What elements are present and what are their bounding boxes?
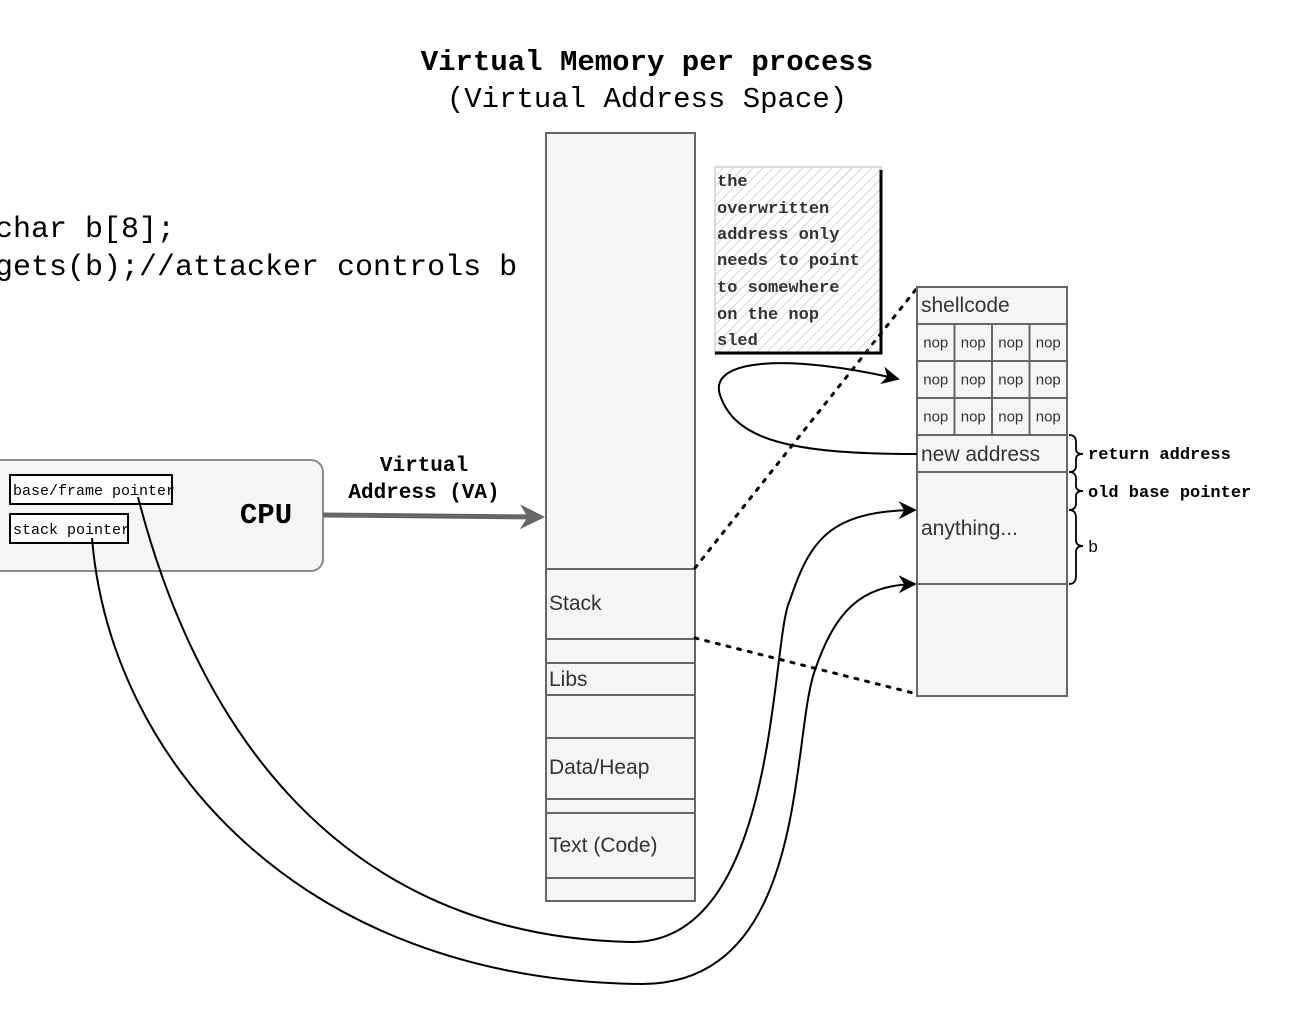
anything-label: anything...: [921, 517, 1018, 540]
stack-pointer-arrow: [91, 537, 917, 986]
segment-label-libs: Libs: [549, 668, 588, 691]
code-line-2: gets(b);//attacker controls b: [0, 251, 517, 285]
nop-label: nop: [998, 372, 1023, 389]
va-label-line-1: Virtual: [380, 455, 468, 478]
note-line-5: to somewhere: [717, 279, 839, 298]
segment-stack: [545, 568, 696, 640]
nop-label: nop: [961, 335, 986, 352]
nop-label: nop: [923, 335, 948, 352]
diagram-title: Virtual Memory per process: [421, 46, 873, 79]
segment-label-stack: Stack: [549, 592, 602, 615]
brace-label-b: b: [1088, 539, 1098, 558]
cpu-label: CPU: [240, 499, 292, 532]
diagram-subtitle: (Virtual Address Space): [447, 83, 847, 116]
brace-return-address: [1068, 434, 1084, 473]
nop-label: nop: [961, 409, 986, 426]
nop-cell: [1028, 323, 1068, 362]
nop-cell: [991, 323, 1031, 362]
new-address-to-nop-arrow: [717, 362, 918, 455]
shellcode-label: shellcode: [921, 294, 1010, 317]
virtual-address-arrow: [322, 504, 545, 530]
new-address-label: new address: [921, 443, 1040, 466]
nop-sled-note: the overwritten address only needs to po…: [714, 166, 883, 355]
base-pointer-label: base/frame pointer: [13, 483, 175, 500]
note-line-6: on the nop: [717, 306, 819, 325]
nop-label: nop: [998, 335, 1023, 352]
nop-label: nop: [961, 372, 986, 389]
nop-label: nop: [1036, 409, 1061, 426]
stack-pointer-register: [9, 513, 129, 544]
anything-cell: [916, 471, 1068, 585]
brace-old-base-pointer: [1068, 471, 1084, 511]
nop-label: nop: [923, 372, 948, 389]
nop-cell: [991, 397, 1031, 436]
nop-label: nop: [923, 409, 948, 426]
note-line-2: overwritten: [717, 200, 829, 219]
segment-libs: [545, 662, 696, 696]
stack-pointer-label: stack pointer: [13, 522, 130, 539]
virtual-memory-column: Stack Libs Data/Heap Text (Code): [545, 132, 696, 902]
brace-b: [1068, 509, 1084, 585]
segment-data-heap: [545, 737, 696, 800]
new-address-cell: [916, 434, 1068, 473]
note-line-3: address only: [717, 226, 839, 245]
nop-cell: [916, 323, 956, 362]
base-pointer-register: [9, 474, 173, 505]
segment-text-code: [545, 812, 696, 879]
note-line-7: sled: [717, 332, 758, 351]
nop-label: nop: [1036, 335, 1061, 352]
zoom-line-bottom: [693, 636, 919, 696]
nop-label: nop: [1036, 372, 1061, 389]
lower-stack-cell: [916, 583, 1068, 697]
base-pointer-arrow: [137, 496, 917, 944]
note-line-1: the: [717, 173, 748, 192]
note-line-4: needs to point: [717, 252, 860, 271]
brace-label-return-address: return address: [1088, 446, 1231, 465]
brace-label-old-base-pointer: old base pointer: [1088, 484, 1251, 503]
nop-label: nop: [998, 409, 1023, 426]
code-line-1: char b[8];: [0, 213, 175, 247]
segment-label-data-heap: Data/Heap: [549, 756, 649, 779]
segment-label-text-code: Text (Code): [549, 834, 658, 857]
va-label-line-2: Address (VA): [348, 482, 499, 505]
